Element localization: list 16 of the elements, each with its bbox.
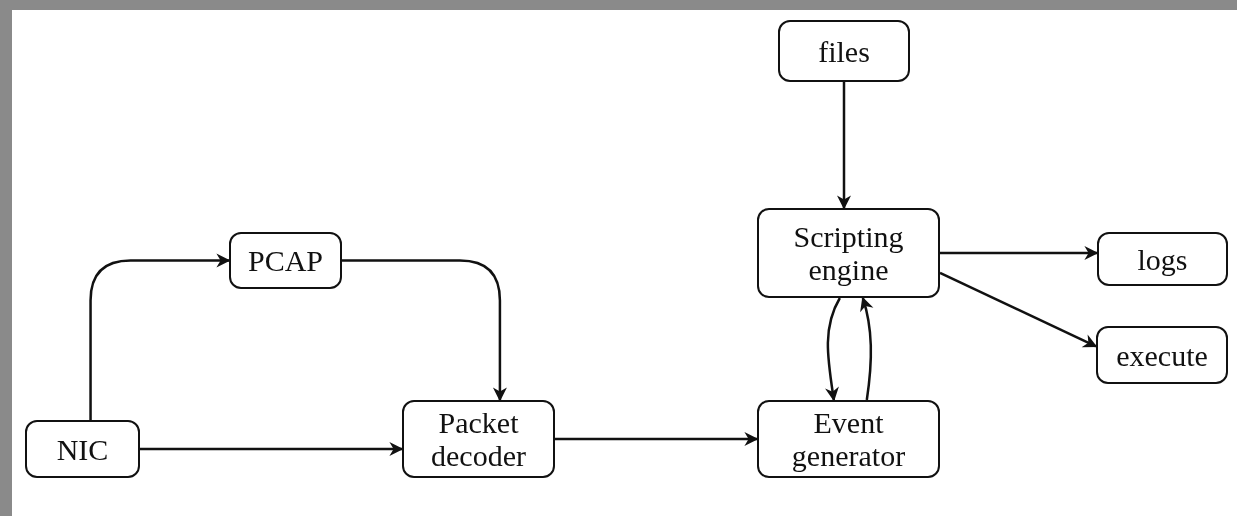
process-box — [402, 400, 555, 478]
process-box — [778, 20, 910, 82]
node-label: NIC — [56, 432, 109, 466]
process-box — [1097, 232, 1228, 286]
process-box — [757, 208, 940, 298]
node-label: Event generator — [790, 406, 907, 472]
node-label: Packet decoder — [430, 406, 527, 472]
process-box — [757, 400, 940, 478]
node-label: PCAP — [247, 244, 323, 277]
node-label: files — [818, 34, 870, 68]
process-box — [25, 420, 140, 478]
node-label: Scripting engine — [792, 220, 905, 286]
process-box — [1096, 326, 1228, 384]
process-box — [229, 232, 342, 289]
node-label: execute — [1116, 338, 1208, 372]
node-label: logs — [1137, 242, 1188, 276]
